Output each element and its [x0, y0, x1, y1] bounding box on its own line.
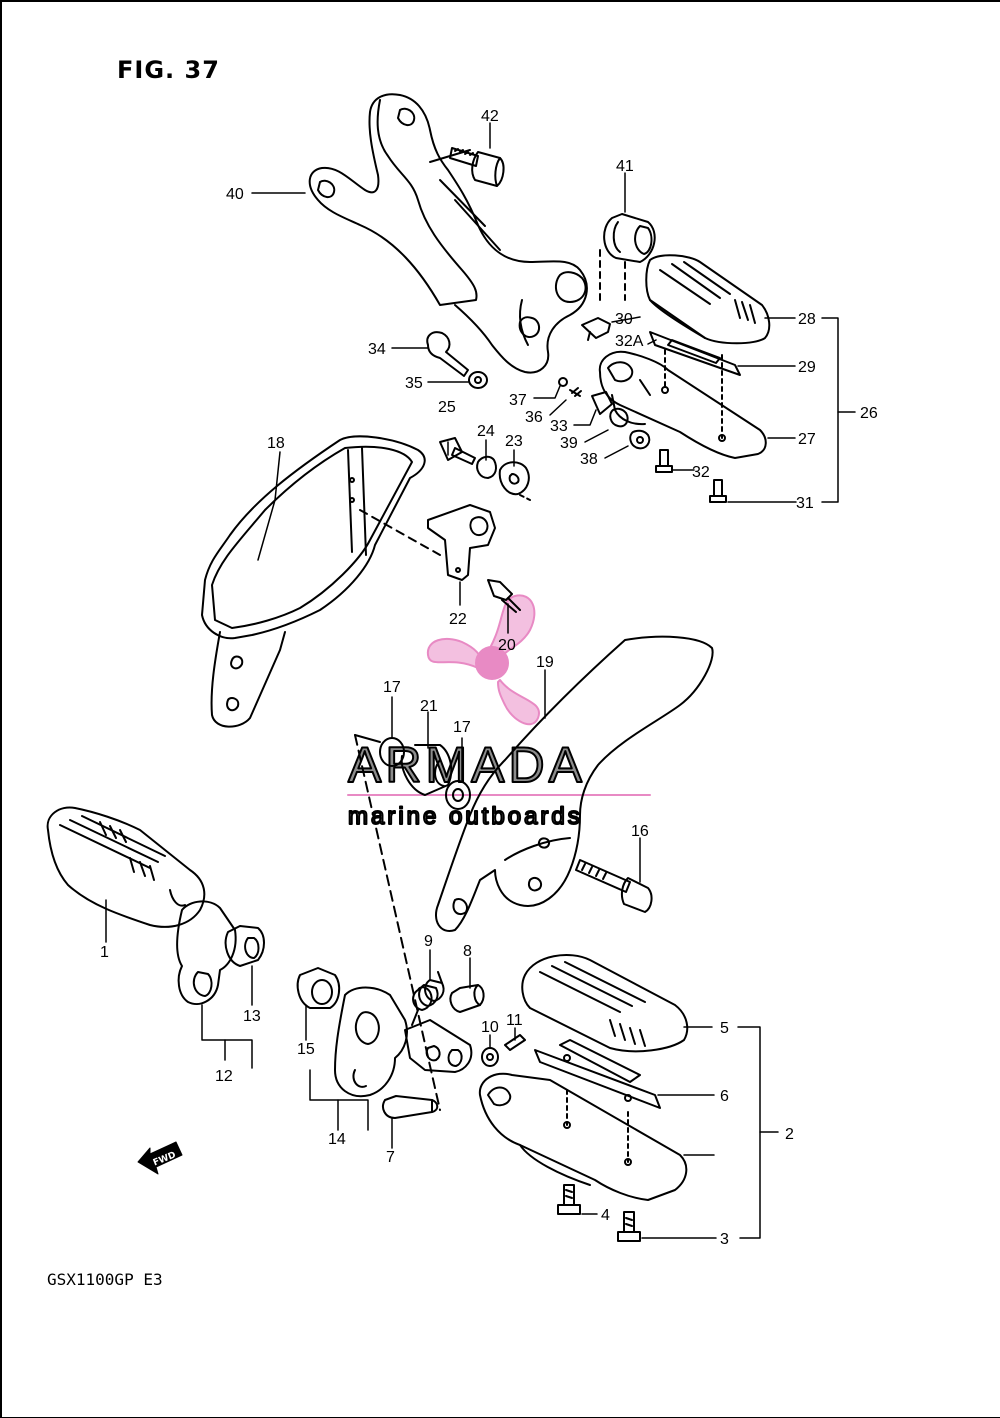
label-part-6: 6: [720, 1088, 729, 1105]
label-part-23: 23: [505, 433, 523, 450]
part-20-screw: [487, 579, 521, 613]
part-12-knuckle: [176, 900, 237, 1005]
label-part-35: 35: [405, 375, 423, 392]
part-25-bolt: [439, 437, 476, 465]
propeller-icon: [426, 594, 541, 725]
label-part-8: 8: [463, 943, 472, 960]
label-part-38: 38: [580, 451, 598, 468]
part-29-plate: [649, 331, 741, 376]
label-part-26: 26: [860, 405, 878, 422]
part-16-bolt: [575, 859, 653, 913]
label-part-27: 27: [798, 431, 816, 448]
label-part-16: 16: [631, 823, 649, 840]
watermark-logo: ARMADA marine outboards: [347, 594, 651, 831]
leader-17: [354, 734, 441, 1111]
leader-lines: [105, 122, 856, 1239]
part-19-plate: [435, 635, 714, 932]
label-part-17b: 17: [453, 719, 471, 736]
label-part-21: 21: [420, 698, 438, 715]
part-1-footrest: [46, 806, 206, 928]
label-part-41: 41: [616, 158, 634, 175]
part-22-stay: [427, 504, 496, 581]
part-32-31-screws: [655, 449, 727, 503]
part-30-clip: [581, 317, 611, 341]
part-23-grommet: [498, 461, 530, 496]
label-part-39: 39: [560, 435, 578, 452]
part-15-bushing: [296, 967, 341, 1009]
part-4-3-screws: [557, 1184, 641, 1242]
label-part-34: 34: [368, 341, 386, 358]
part-41-bushing: [603, 213, 656, 263]
model-code: GSX1100GP E3: [47, 1270, 163, 1289]
label-part-2: 2: [785, 1126, 794, 1143]
label-part-18: 18: [267, 435, 285, 452]
part-10-11-washer-pin: [481, 1034, 526, 1067]
label-part-12: 12: [215, 1068, 233, 1085]
part-18-heel-guard: [201, 435, 426, 728]
part-28-footrest-rubber: [645, 254, 771, 345]
part-35-washer: [468, 371, 488, 389]
part-34-pin: [426, 331, 469, 377]
label-part-28: 28: [798, 311, 816, 328]
part-40-bracket: [308, 93, 588, 374]
figure-title: FIG. 37: [117, 56, 220, 84]
label-part-5: 5: [720, 1020, 729, 1037]
part-7-pin: [382, 1095, 439, 1119]
part-8-pin: [449, 984, 485, 1013]
part-2-footrest: [478, 1072, 688, 1201]
part-42-bolt: [449, 147, 505, 187]
label-part-1: 1: [100, 944, 109, 961]
part-5-footrest-rubber: [521, 954, 689, 1053]
label-part-4: 4: [601, 1207, 610, 1224]
label-part-10: 10: [481, 1019, 499, 1036]
part-17-21-collars: [379, 737, 471, 810]
label-part-33: 33: [550, 418, 568, 435]
label-part-36: 36: [525, 409, 543, 426]
label-part-13: 13: [243, 1008, 261, 1025]
label-part-20: 20: [498, 637, 516, 654]
label-part-37: 37: [509, 392, 527, 409]
label-part-11: 11: [506, 1012, 523, 1029]
label-part-31: 31: [796, 495, 814, 512]
label-part-25: 25: [438, 399, 456, 416]
label-part-17a: 17: [383, 679, 401, 696]
label-part-24: 24: [477, 423, 495, 440]
label-part-42: 42: [481, 108, 499, 125]
part-27-footrest: [598, 349, 767, 459]
small-hardware-33-39: [558, 377, 651, 450]
fwd-arrow-icon: FWD: [137, 1141, 183, 1175]
part-9-spring: [411, 971, 445, 1026]
label-part-14: 14: [328, 1131, 346, 1148]
part-6-plate: [534, 1039, 661, 1109]
label-part-30: 30: [615, 311, 633, 328]
watermark-tagline: marine outboards: [348, 803, 583, 830]
part-number-labels: 1 2 3 4 5 6 7 8 9 10 11 12 13 14 15 16 1…: [100, 108, 878, 1248]
leader-41: [599, 249, 626, 301]
label-part-7: 7: [386, 1149, 395, 1166]
pivot-plate: [404, 1019, 473, 1073]
label-part-40: 40: [226, 186, 244, 203]
label-part-15: 15: [297, 1041, 315, 1058]
label-part-29: 29: [798, 359, 816, 376]
label-part-32: 32: [692, 464, 710, 481]
part-13-collar: [224, 925, 265, 967]
label-part-19: 19: [536, 654, 554, 671]
part-14-bracket: [334, 986, 408, 1098]
label-part-9: 9: [424, 933, 433, 950]
label-part-22: 22: [449, 611, 467, 628]
label-part-32A: 32A: [615, 333, 644, 350]
leader-18: [359, 509, 441, 556]
label-part-3: 3: [720, 1231, 729, 1248]
